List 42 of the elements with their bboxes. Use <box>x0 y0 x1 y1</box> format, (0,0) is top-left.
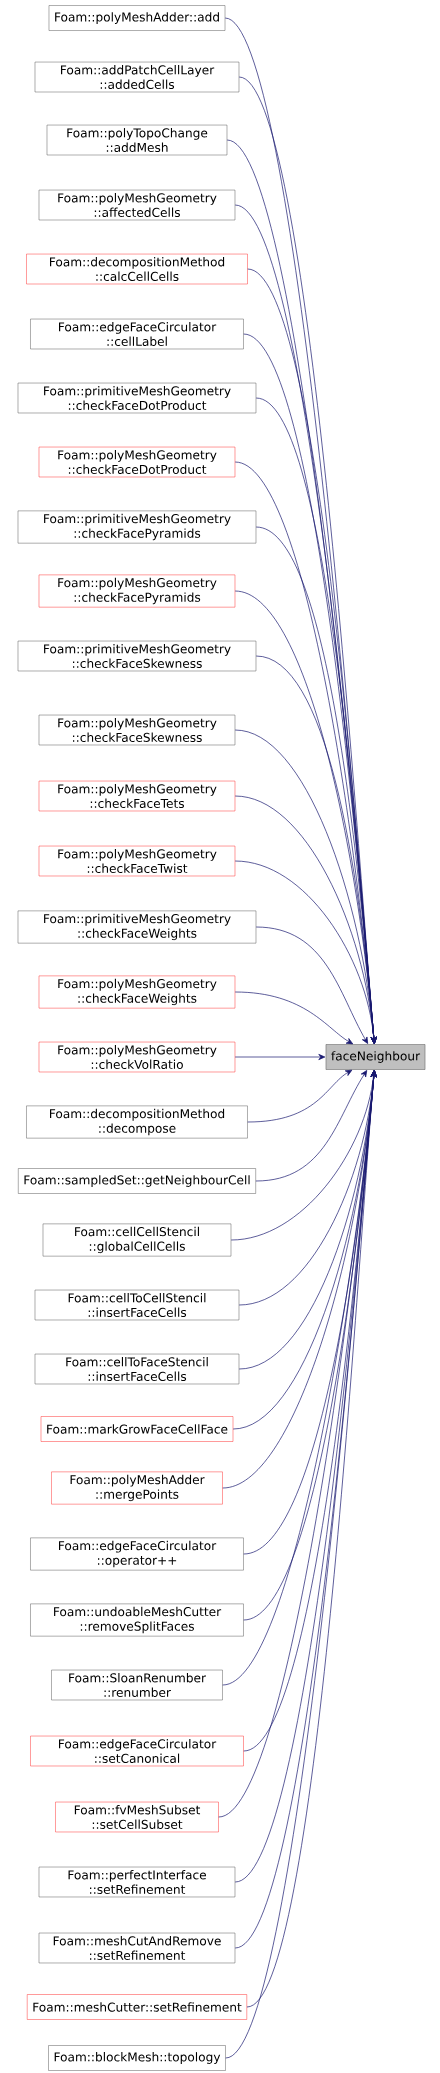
function-box: Foam::markGrowFaceCellFace <box>40 1416 234 1442</box>
function-box: Foam::primitiveMeshGeometry ::checkFaceSkewness <box>17 640 257 672</box>
function-box: Foam::undoableMeshCutter ::removeSplitFaces <box>30 1603 244 1637</box>
function-box: Foam::sampledSet::getNeighbourCell <box>18 1168 256 1194</box>
function-box: Foam::perfectInterface ::setRefinement <box>38 1866 236 1898</box>
function-box: Foam::blockMesh::topology <box>48 2045 226 2071</box>
function-box: Foam::primitiveMeshGeometry ::checkFaceWeights <box>17 910 257 944</box>
function-box: Foam::fvMeshSubset ::setCellSubset <box>55 1801 219 1833</box>
function-box: Foam::cellToCellStencil ::insertFaceCells <box>34 1289 240 1321</box>
function-box: Foam::meshCutAndRemove ::setRefinement <box>38 1932 236 1964</box>
arrow <box>225 1070 377 2059</box>
function-box: Foam::primitiveMeshGeometry ::checkFaceDotProduct <box>17 382 257 414</box>
arrow <box>247 1069 353 1123</box>
function-box: Foam::polyMeshGeometry ::checkFaceWeights <box>38 975 236 1009</box>
arrow <box>230 1070 377 1241</box>
function-box: Foam::meshCutter::setRefinement <box>27 1994 247 2020</box>
arrow <box>234 991 354 1045</box>
function-box: Foam::SloanRenumber ::renumber <box>51 1669 223 1701</box>
arrow <box>255 1070 368 1182</box>
function-box: Foam::polyTopoChange ::addMesh <box>46 124 228 156</box>
function-box: Foam::decompositionMethod ::decompose <box>26 1105 248 1139</box>
function-box: Foam::decompositionMethod ::calcCellCells <box>26 253 248 285</box>
arrow <box>255 926 369 1044</box>
function-box: Foam::edgeFaceCirculator ::setCanonical <box>30 1735 244 1767</box>
function-box: Foam::cellCellStencil ::globalCellCells <box>42 1223 232 1257</box>
function-box: Foam::polyMeshAdder ::mergePoints <box>51 1471 223 1505</box>
function-box: Foam::polyMeshGeometry ::checkVolRatio <box>38 1041 236 1073</box>
function-box: Foam::addPatchCellLayer ::addedCells <box>34 61 240 93</box>
function-box: Foam::polyMeshGeometry ::checkFaceSkewness <box>38 714 236 746</box>
function-box: Foam::cellToFaceStencil ::insertFaceCells <box>34 1353 240 1385</box>
function-box: Foam::polyMeshGeometry ::checkFaceDotProduct <box>38 446 236 478</box>
function-box: Foam::edgeFaceCirculator ::cellLabel <box>30 318 244 350</box>
function-box: Foam::polyMeshGeometry ::affectedCells <box>38 189 236 221</box>
function-box: Foam::polyMeshAdder::add <box>48 5 226 31</box>
function-box: Foam::polyMeshGeometry ::checkFaceTets <box>38 780 236 812</box>
arrow <box>234 1054 326 1061</box>
arrow <box>234 860 377 1044</box>
function-box: Foam::polyMeshGeometry ::checkFacePyramids <box>38 574 236 608</box>
function-box: Foam::polyMeshGeometry ::checkFaceTwist <box>38 845 236 877</box>
function-box: faceNeighbour <box>325 1044 426 1070</box>
function-box: Foam::edgeFaceCirculator ::operator++ <box>30 1537 244 1571</box>
function-box: Foam::primitiveMeshGeometry ::checkFacePyramids <box>17 510 257 544</box>
